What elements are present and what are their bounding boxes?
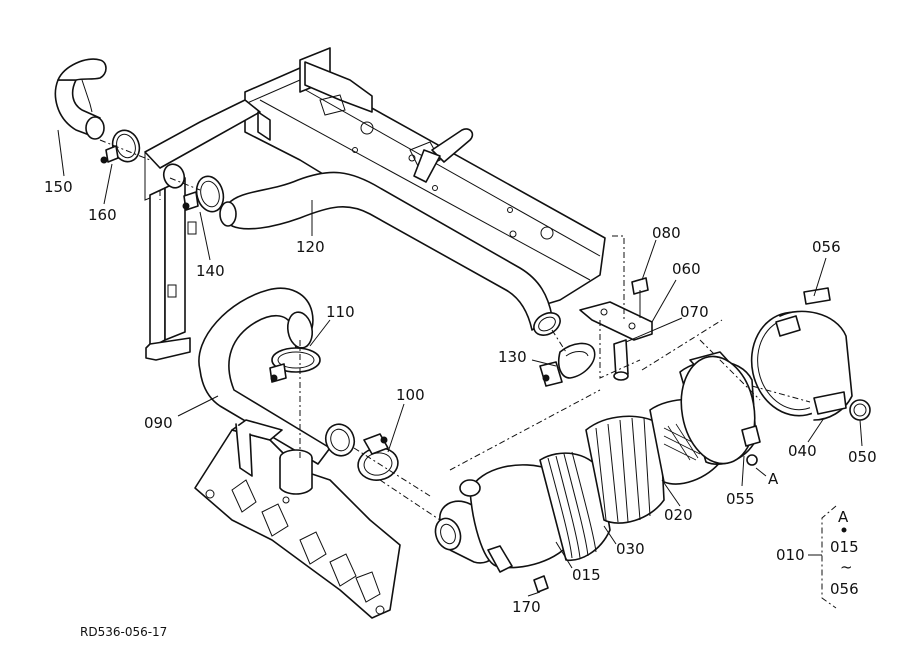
clamp-140 — [162, 163, 225, 213]
label-020: 020 — [664, 506, 693, 524]
intake-manifold — [194, 419, 401, 619]
label-100: 100 — [396, 386, 425, 404]
label-080: 080 — [652, 224, 681, 242]
hose-090 — [198, 287, 356, 465]
kit-ref: A — [838, 508, 849, 526]
part-labels: 150 160 140 120 110 090 100 130 080 060 … — [44, 178, 877, 616]
label-140: 140 — [196, 262, 225, 280]
kit-from: 015 — [830, 538, 859, 556]
label-030: 030 — [616, 540, 645, 558]
frame-bracket — [144, 47, 606, 307]
label-110: 110 — [326, 303, 355, 321]
label-170: 170 — [512, 598, 541, 616]
band-056 — [803, 287, 831, 305]
clamp-160 — [100, 129, 141, 164]
part-170 — [533, 575, 549, 593]
hose-120 — [219, 171, 561, 336]
kit-ref-dot — [841, 527, 847, 533]
label-055: 055 — [726, 490, 755, 508]
label-070: 070 — [680, 303, 709, 321]
kit-number: 010 — [776, 546, 805, 564]
label-050: 050 — [848, 448, 877, 466]
kit-to: 056 — [830, 580, 859, 598]
hose-150 — [54, 58, 107, 140]
air-cleaner — [434, 351, 761, 573]
leader-lines — [57, 129, 863, 597]
kit-callout-010: 010 A 015 ~ 056 — [776, 505, 859, 609]
label-160: 160 — [88, 206, 117, 224]
label-060: 060 — [672, 260, 701, 278]
label-150: 150 — [44, 178, 73, 196]
clamp-130 — [539, 342, 596, 387]
dust-cup-040 — [750, 310, 853, 421]
plate-060 — [579, 277, 653, 381]
kit-tilde: ~ — [840, 558, 853, 576]
label-090: 090 — [144, 414, 173, 432]
clamp-100 — [357, 433, 399, 481]
label-ref-a: A — [768, 470, 779, 488]
valve-050 — [849, 399, 871, 421]
support-leg — [144, 152, 197, 361]
label-040: 040 — [788, 442, 817, 460]
drawing-code: RD536-056-17 — [80, 625, 167, 639]
label-130: 130 — [498, 348, 527, 366]
clamp-110 — [269, 347, 321, 383]
label-015: 015 — [572, 566, 601, 584]
label-056: 056 — [812, 238, 841, 256]
label-120: 120 — [296, 238, 325, 256]
